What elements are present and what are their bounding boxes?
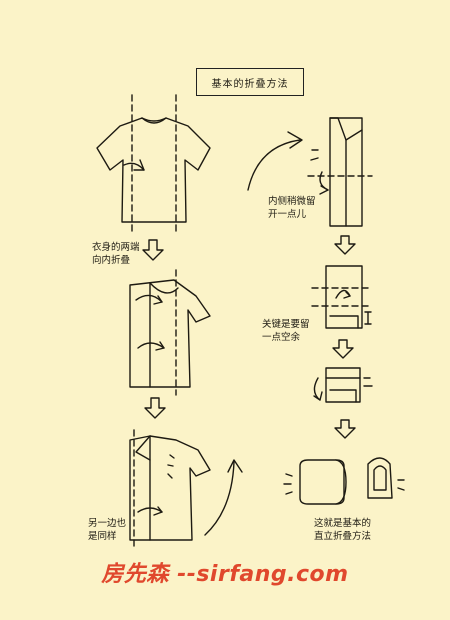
step6-fold bbox=[313, 367, 373, 403]
watermark: 房先森 --sirfang.com bbox=[101, 562, 349, 587]
curved-arrow-right bbox=[247, 139, 301, 191]
caption-step4: 另一边也 是同样 bbox=[88, 518, 127, 542]
caption-step5: 内侧稍微留 开一点儿 bbox=[268, 196, 316, 220]
page-title: 基本的折叠方法 bbox=[196, 68, 304, 96]
step1-tshirt bbox=[96, 94, 211, 233]
caption-step6: 关键是要留 一点空余 bbox=[262, 319, 310, 343]
down-arrow-1 bbox=[142, 239, 164, 261]
down-arrow-2 bbox=[144, 397, 166, 419]
step4-strip bbox=[307, 117, 373, 227]
step2-shirt bbox=[129, 269, 211, 396]
step5-fold bbox=[311, 265, 373, 329]
final-folded-side bbox=[367, 457, 405, 499]
down-arrow-4 bbox=[334, 235, 356, 255]
final-folded-shirt bbox=[283, 459, 347, 505]
curved-arrow-left bbox=[204, 461, 235, 536]
down-arrow-6 bbox=[334, 419, 356, 439]
caption-step1: 衣身的两端 向内折叠 bbox=[92, 242, 140, 266]
caption-final: 这就是基本的 直立折叠方法 bbox=[314, 518, 372, 542]
step3-shirt bbox=[129, 429, 211, 549]
down-arrow-5 bbox=[332, 339, 354, 359]
